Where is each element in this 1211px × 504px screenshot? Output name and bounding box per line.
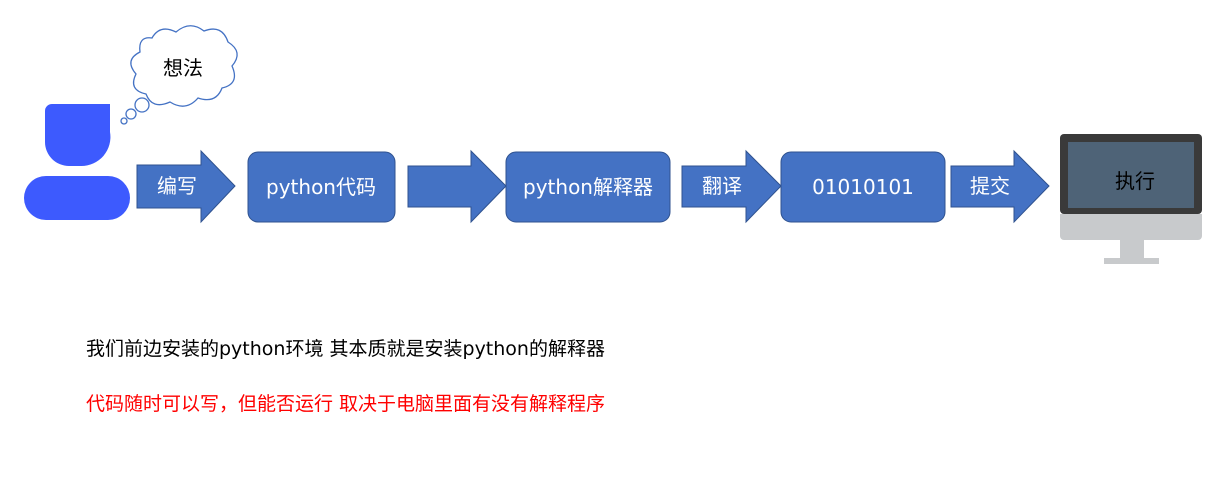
user-body: [24, 176, 130, 220]
binary-box: 01010101: [780, 151, 946, 223]
user-head: [45, 104, 111, 167]
interpreter-box-label: python解释器: [523, 175, 653, 199]
code-box: python代码: [247, 151, 396, 223]
thought-cloud-shape: [130, 25, 238, 107]
thought-label: 想法: [163, 56, 203, 80]
arrow-write: 编写: [136, 149, 236, 224]
code-box-label: python代码: [266, 175, 376, 199]
monitor-base: [1104, 258, 1159, 264]
monitor-screen: [1068, 142, 1194, 208]
arrow-submit-label: 提交: [970, 174, 1010, 198]
binary-box-label: 01010101: [812, 175, 914, 199]
monitor-label: 执行: [1115, 169, 1155, 193]
interpreter-box: python解释器: [505, 151, 671, 223]
monitor-chin: [1060, 214, 1202, 240]
arrow-translate: 翻译: [681, 149, 782, 224]
thought-cloud-icon: 想法: [120, 25, 238, 125]
arrow-submit: 提交: [950, 149, 1050, 224]
monitor-icon: 执行: [1060, 134, 1202, 264]
user-icon: [24, 104, 130, 220]
note-interpreter-requirement: 代码随时可以写，但能否运行 取决于电脑里面有没有解释程序: [86, 393, 606, 415]
note-interpreter-explanation: 我们前边安装的python环境 其本质就是安装python的解释器: [86, 338, 605, 360]
arrow-translate-label: 翻译: [702, 174, 742, 198]
arrow-to-interpreter: [407, 149, 507, 224]
flow-diagram: 想法 编写 python代码 python解释器 翻译 01010101 提交: [24, 25, 1202, 264]
arrow-write-label: 编写: [157, 174, 197, 198]
monitor-neck: [1120, 240, 1144, 258]
